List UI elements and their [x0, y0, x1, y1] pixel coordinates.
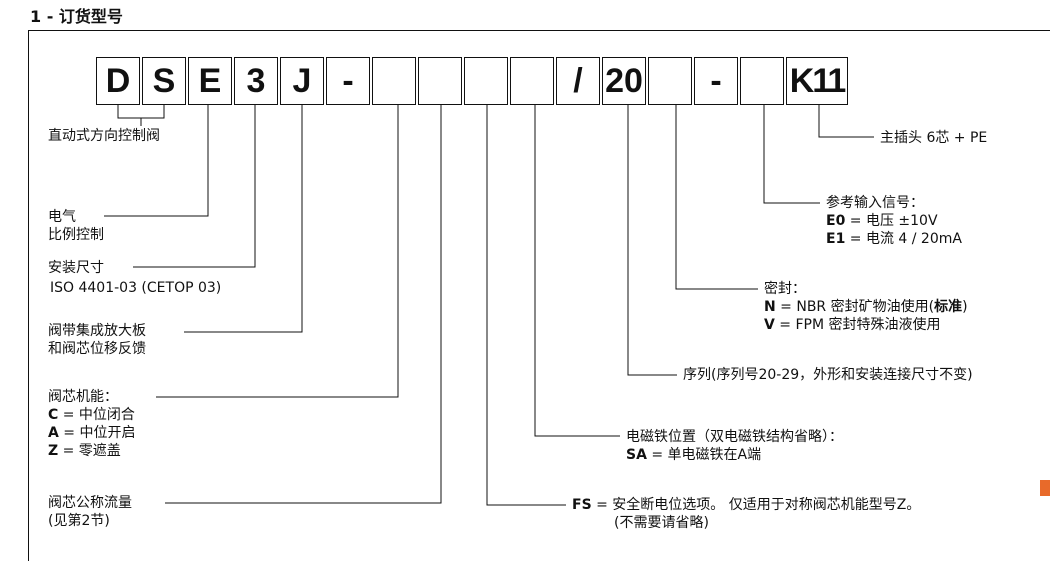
- solenoid-option-sa: SA = 单电磁铁在A端: [626, 446, 761, 464]
- spool-c-code: C: [48, 407, 59, 423]
- electric-label-2: 比例控制: [48, 227, 104, 243]
- sa-text: = 单电磁铁在A端: [646, 447, 762, 463]
- seal-leader: [675, 105, 758, 290]
- spool-a-code: A: [48, 425, 59, 441]
- fs-text: = 安全断电位选项。 仅适用于对称阀芯机能型号Z。: [591, 497, 921, 513]
- e1-text: = 电流 4 / 20mA: [845, 231, 962, 247]
- ref-leader: [763, 105, 820, 204]
- fs-option: FS = 安全断电位选项。 仅适用于对称阀芯机能型号Z。: [572, 496, 920, 514]
- e1-code: E1: [826, 231, 846, 247]
- fs-note: (不需要请省略): [614, 515, 709, 531]
- code-box-13: [648, 57, 692, 105]
- flow-label-1: 阀芯公称流量: [48, 495, 132, 511]
- ds-bracket: [117, 105, 165, 119]
- solenoid-title: 电磁铁位置（双电磁铁结构省略）：: [626, 429, 843, 445]
- code-box-3: E: [188, 57, 232, 105]
- code-box-14: -: [694, 57, 738, 105]
- spool-option-z: Z = 零遮盖: [48, 442, 121, 460]
- seal-v-text: = FPM 密封特殊油液使用: [774, 317, 941, 333]
- amp-label-2: 和阀芯位移反馈: [48, 341, 146, 357]
- code-box-4: 3: [234, 57, 278, 105]
- e-leader: [104, 105, 209, 217]
- flow-label-2: (见第2节): [48, 513, 110, 529]
- seal-n-close: ): [962, 299, 968, 315]
- seal-title: 密封：: [764, 281, 806, 297]
- spool-z-text: = 零遮盖: [58, 443, 121, 459]
- seal-option-n: N = NBR 密封矿物油使用(标准): [764, 298, 968, 316]
- flow-leader: [165, 105, 442, 504]
- code-box-15: [740, 57, 784, 105]
- ref-option-e0: E0 = 电压 ±10V: [826, 212, 938, 230]
- code-box-11: /: [556, 57, 600, 105]
- code-box-1: D: [96, 57, 140, 105]
- spool-title: 阀芯机能：: [48, 389, 118, 405]
- spool-c-text: = 中位闭合: [58, 407, 135, 423]
- e0-text: = 电压 ±10V: [845, 213, 938, 229]
- amp-leader: [184, 105, 303, 333]
- series-leader: [627, 105, 677, 376]
- ref-option-e1: E1 = 电流 4 / 20mA: [826, 230, 962, 248]
- spool-a-text: = 中位开启: [58, 425, 136, 441]
- size-leader: [133, 105, 256, 268]
- code-box-16: K11: [786, 57, 848, 105]
- fs-code: FS: [572, 497, 592, 513]
- electric-label-1: 电气: [48, 209, 76, 225]
- code-box-5: J: [280, 57, 324, 105]
- code-box-8: [418, 57, 462, 105]
- ref-title: 参考输入信号：: [826, 195, 924, 211]
- seal-v-code: V: [764, 317, 775, 333]
- spool-leader: [156, 105, 399, 398]
- fs-leader: [486, 105, 566, 506]
- amp-label-1: 阀带集成放大板: [48, 323, 146, 339]
- code-box-9: [464, 57, 508, 105]
- e0-code: E0: [826, 213, 846, 229]
- seal-n-text: = NBR 密封矿物油使用(: [775, 299, 935, 315]
- section-title: 1 - 订货型号: [30, 7, 123, 26]
- spool-z-code: Z: [48, 443, 59, 459]
- seal-n-code: N: [764, 299, 776, 315]
- code-box-6: -: [326, 57, 370, 105]
- spool-option-c: C = 中位闭合: [48, 406, 135, 424]
- mount-label-2: ISO 4401-03 (CETOP 03): [50, 280, 222, 296]
- spool-option-a: A = 中位开启: [48, 424, 135, 442]
- seal-option-v: V = FPM 密封特殊油液使用: [764, 316, 941, 334]
- solenoid-leader: [534, 105, 620, 437]
- content-frame: [28, 30, 1050, 561]
- code-box-12: 20: [602, 57, 646, 105]
- connector-leader: [818, 105, 874, 138]
- mount-label-1: 安装尺寸: [48, 260, 104, 276]
- sa-code: SA: [626, 447, 647, 463]
- series-label: 序列(序列号20-29，外形和安装连接尺寸不变): [683, 367, 973, 383]
- code-box-7: [372, 57, 416, 105]
- code-box-2: S: [142, 57, 186, 105]
- page-edge-marker: [1040, 480, 1050, 496]
- valve-type-label: 直动式方向控制阀: [48, 128, 160, 144]
- seal-n-standard: 标准: [934, 299, 963, 315]
- code-box-10: [510, 57, 554, 105]
- connector-label: 主插头 6芯 + PE: [880, 130, 988, 146]
